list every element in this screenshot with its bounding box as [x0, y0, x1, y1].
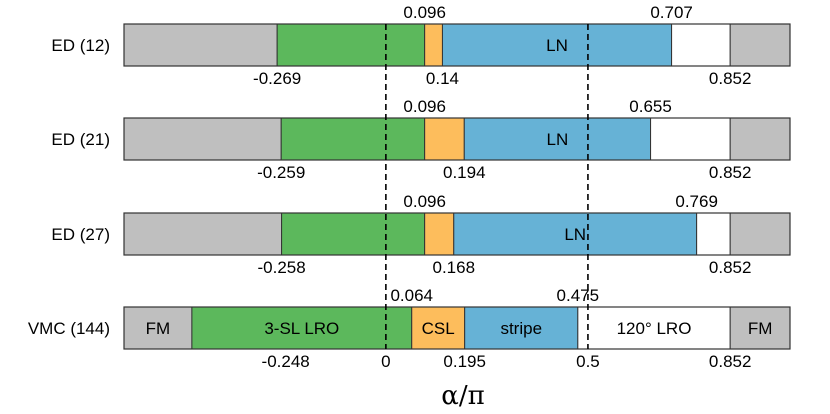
phase-segment: [453, 212, 698, 256]
boundary-label-below: 0.195: [443, 352, 486, 371]
phase-segment-label: 3-SL LRO: [264, 319, 339, 338]
row-label: ED (27): [51, 225, 110, 244]
boundary-label-above: 0.655: [629, 97, 672, 116]
phase-segment-label: CSL: [422, 319, 455, 338]
boundary-label-below: -0.259: [257, 163, 305, 182]
boundary-label-below: 0.5: [576, 352, 600, 371]
phase-segment: [123, 212, 283, 256]
boundary-label-above: 0.707: [650, 3, 693, 22]
phase-segment: [424, 117, 465, 161]
row-label: ED (21): [51, 130, 110, 149]
phase-segment: [650, 117, 731, 161]
phase-segment: [441, 23, 673, 67]
boundary-label-below: 0.194: [443, 163, 486, 182]
reference-lines: [385, 24, 589, 349]
phase-row: FM 3-SL LRO CSL stripe 120° LRO FM VMC (144) 0.…: [28, 286, 791, 371]
phase-segment: [463, 117, 652, 161]
phase-segment: [281, 212, 426, 256]
phase-segment: [280, 117, 426, 161]
phase-segment: [696, 212, 731, 256]
boundary-label-above: 0.475: [557, 286, 600, 305]
row-frame: [123, 212, 791, 256]
row-frame: [123, 23, 791, 67]
boundary-label-above: 0.096: [403, 97, 446, 116]
boundary-label-below: 0.852: [709, 69, 752, 88]
row-frame: [123, 117, 791, 161]
phase-segment: [191, 306, 413, 350]
boundary-label-above: 0.096: [403, 3, 446, 22]
phase-row: LN ED (27) 0.096 0.769 -0.258 0.168 0.852: [51, 192, 791, 277]
phase-segment-label: stripe: [500, 319, 542, 338]
phase-segment: [424, 23, 443, 67]
boundary-label-below: -0.258: [258, 258, 306, 277]
phase-segment-label: 120° LRO: [617, 319, 692, 338]
boundary-label-above: 0.096: [403, 192, 446, 211]
boundary-label-below: 0.14: [426, 69, 459, 88]
row-label: VMC (144): [28, 319, 110, 338]
phase-segment: [276, 23, 426, 67]
phase-segment-label: LN: [546, 36, 568, 55]
phase-segment-label: LN: [564, 225, 586, 244]
phase-segment: [424, 212, 455, 256]
row-label: ED (12): [51, 36, 110, 55]
boundary-label-below: 0.168: [432, 258, 475, 277]
phase-row: LN ED (21) 0.096 0.655 -0.259 0.194 0.852: [51, 97, 791, 182]
phase-segment: [729, 117, 791, 161]
boundary-label-below: 0.852: [709, 352, 752, 371]
boundary-label-below: 0: [381, 352, 390, 371]
phase-segment: [729, 212, 791, 256]
phase-segment-label: FM: [146, 319, 171, 338]
phase-segment-label: LN: [547, 130, 569, 149]
boundary-label-above: 0.064: [390, 286, 433, 305]
row-frame: [123, 306, 791, 350]
phase-row: LN ED (12) 0.096 0.707 -0.269 0.14 0.852: [51, 3, 791, 88]
phase-segment: [729, 23, 791, 67]
phase-segment-label: FM: [748, 319, 773, 338]
boundary-label-above: 0.769: [675, 192, 718, 211]
phase-segment: [123, 117, 282, 161]
phase-segment: [671, 23, 731, 67]
boundary-label-below: 0.852: [709, 163, 752, 182]
boundary-label-below: -0.269: [253, 69, 301, 88]
boundary-label-below: -0.248: [262, 352, 310, 371]
phase-segment: [411, 306, 466, 350]
boundary-label-below: 0.852: [709, 258, 752, 277]
phase-segment: [123, 23, 278, 67]
x-axis-title: α/π: [441, 381, 484, 411]
phase-segment: [729, 306, 791, 350]
